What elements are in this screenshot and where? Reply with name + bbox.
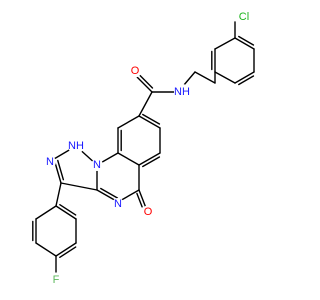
bond-benzo-6: [117, 115, 140, 129]
bond-benzo-3: [138, 152, 161, 166]
bond-c-o-ring-inner: [136, 192, 143, 208]
bond-c-o-ring: [138, 189, 147, 209]
bond-benzo-4: [117, 152, 140, 166]
n-triazole-atom: N: [46, 156, 54, 168]
bonds: [32, 21, 255, 273]
bond-tri-3-inner: [57, 159, 65, 181]
cl-atom: Cl: [239, 11, 249, 23]
bond-benzo-3-inner: [142, 156, 161, 168]
bond-cl-ring-6: [214, 37, 236, 50]
cl-atom-bg: [236, 9, 252, 25]
o-ring-atom-bg: [141, 205, 155, 219]
n-bridge-atom: N: [93, 159, 101, 171]
f-atom-bg: [50, 274, 62, 286]
bond-pyr-3-inner: [100, 187, 119, 199]
nh-triazole-atom: NH: [68, 140, 84, 152]
bond-ring-ch2: [194, 71, 216, 84]
bond-cl-ring-1-inner: [238, 35, 255, 46]
n-bridge-atom-bg: [91, 159, 103, 171]
nh-triazole-atom-bg: [68, 138, 84, 154]
f-atom: F: [53, 274, 60, 286]
bond-f-ring-4: [35, 242, 57, 257]
bond-f-ring-3: [55, 242, 77, 257]
bond-f-ring-6: [35, 205, 57, 220]
bond-cl-ring-1: [234, 37, 255, 50]
bond-cl-ring-4: [214, 71, 236, 84]
bond-tri-4: [60, 182, 98, 191]
o-amide-atom-bg: [128, 64, 142, 78]
bond-c-ring: [138, 91, 153, 117]
nh-amide-atom-bg: [174, 84, 190, 100]
n-triazole-atom-bg: [44, 156, 56, 168]
bond-cl-ring-3: [234, 71, 255, 84]
bond-c-o-inner: [139, 74, 154, 89]
bond-f-ring-1: [55, 205, 77, 220]
bond-f-ring-1-inner: [59, 203, 77, 216]
bond-link-fphenyl: [55, 182, 62, 207]
bond-f-ring-3-inner: [59, 246, 77, 259]
o-amide-atom: O: [131, 65, 140, 77]
bond-cl-ring-3-inner: [238, 75, 255, 86]
n-ring-atom: N: [114, 198, 122, 210]
n-ring-atom-bg: [112, 198, 124, 210]
o-ring-atom: O: [144, 206, 153, 218]
bond-c-o: [135, 75, 153, 93]
bond-benzo-1: [138, 115, 161, 129]
nh-amide-atom: NH: [174, 86, 190, 98]
bond-benzo-1-inner: [142, 113, 161, 125]
